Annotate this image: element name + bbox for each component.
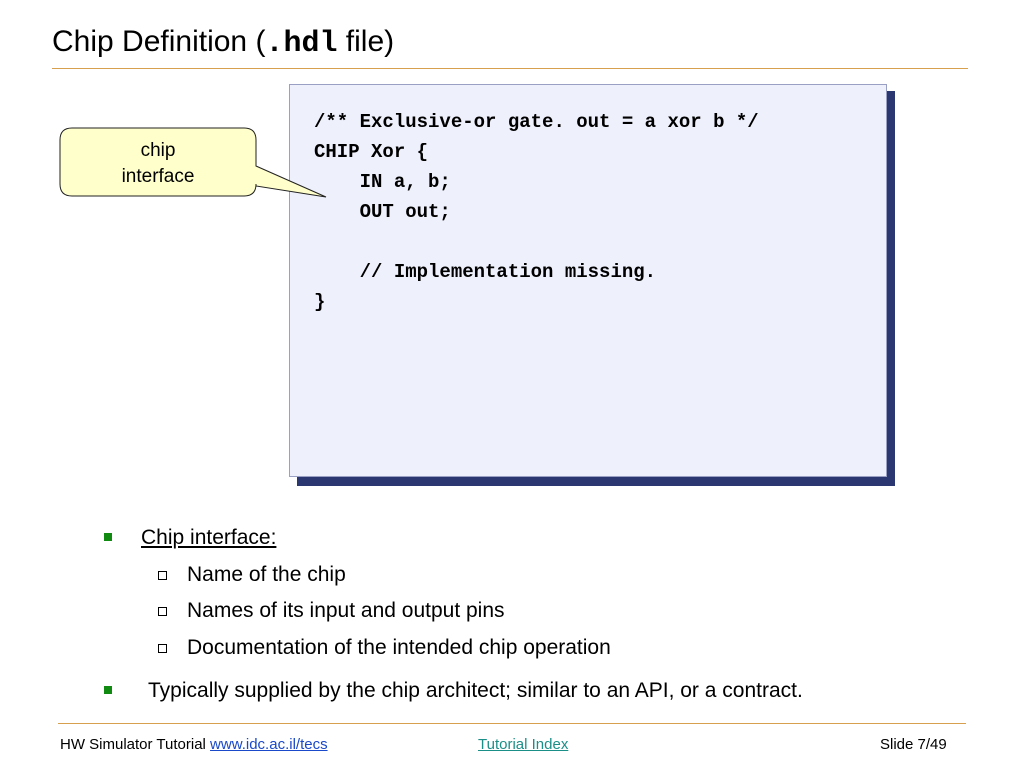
footer-left: HW Simulator Tutorial www.idc.ac.il/tecs: [60, 736, 328, 754]
footer-divider: [58, 723, 966, 724]
slide-number: Slide 7/49: [880, 736, 947, 753]
sub-bullet-item: Documentation of the intended chip opera…: [187, 636, 611, 659]
code-line: }: [314, 291, 326, 313]
slide-title: Chip Definition (.hdl file): [52, 22, 394, 64]
sub-bullet-box-icon: [158, 644, 167, 653]
code-line: OUT out;: [314, 201, 451, 223]
callout-text: chip interface: [62, 138, 254, 190]
callout-line-2: interface: [121, 166, 195, 187]
callout-line-1: chip: [140, 140, 176, 161]
code-line: /** Exclusive-or gate. out = a xor b */: [314, 111, 759, 133]
callout-shape: [59, 127, 327, 198]
callout-bubble: [59, 127, 327, 198]
sub-bullet-item: Name of the chip: [187, 563, 346, 586]
title-divider: [52, 68, 968, 69]
bullet-square-icon: [104, 533, 112, 541]
code-line: CHIP Xor {: [314, 141, 429, 163]
sub-bullet-box-icon: [158, 571, 167, 580]
sub-bullet-box-icon: [158, 607, 167, 616]
title-code: .hdl: [265, 27, 338, 61]
code-line: IN a, b;: [314, 171, 451, 193]
tutorial-index-link[interactable]: Tutorial Index: [478, 736, 569, 753]
code-box: /** Exclusive-or gate. out = a xor b */ …: [289, 84, 887, 477]
title-suffix: file): [337, 25, 395, 58]
title-prefix: Chip Definition (: [52, 25, 266, 58]
bullet-chip-interface: Chip interface:: [141, 526, 277, 549]
bullet-square-icon: [104, 686, 112, 694]
sub-bullet-item: Names of its input and output pins: [187, 599, 505, 622]
code-line: // Implementation missing.: [314, 261, 657, 283]
code-listing: /** Exclusive-or gate. out = a xor b */ …: [314, 107, 759, 317]
bullet-typically-supplied: Typically supplied by the chip architect…: [148, 679, 803, 702]
footer-tutorial-name: HW Simulator Tutorial: [60, 736, 206, 753]
footer-website-link[interactable]: www.idc.ac.il/tecs: [210, 736, 328, 753]
